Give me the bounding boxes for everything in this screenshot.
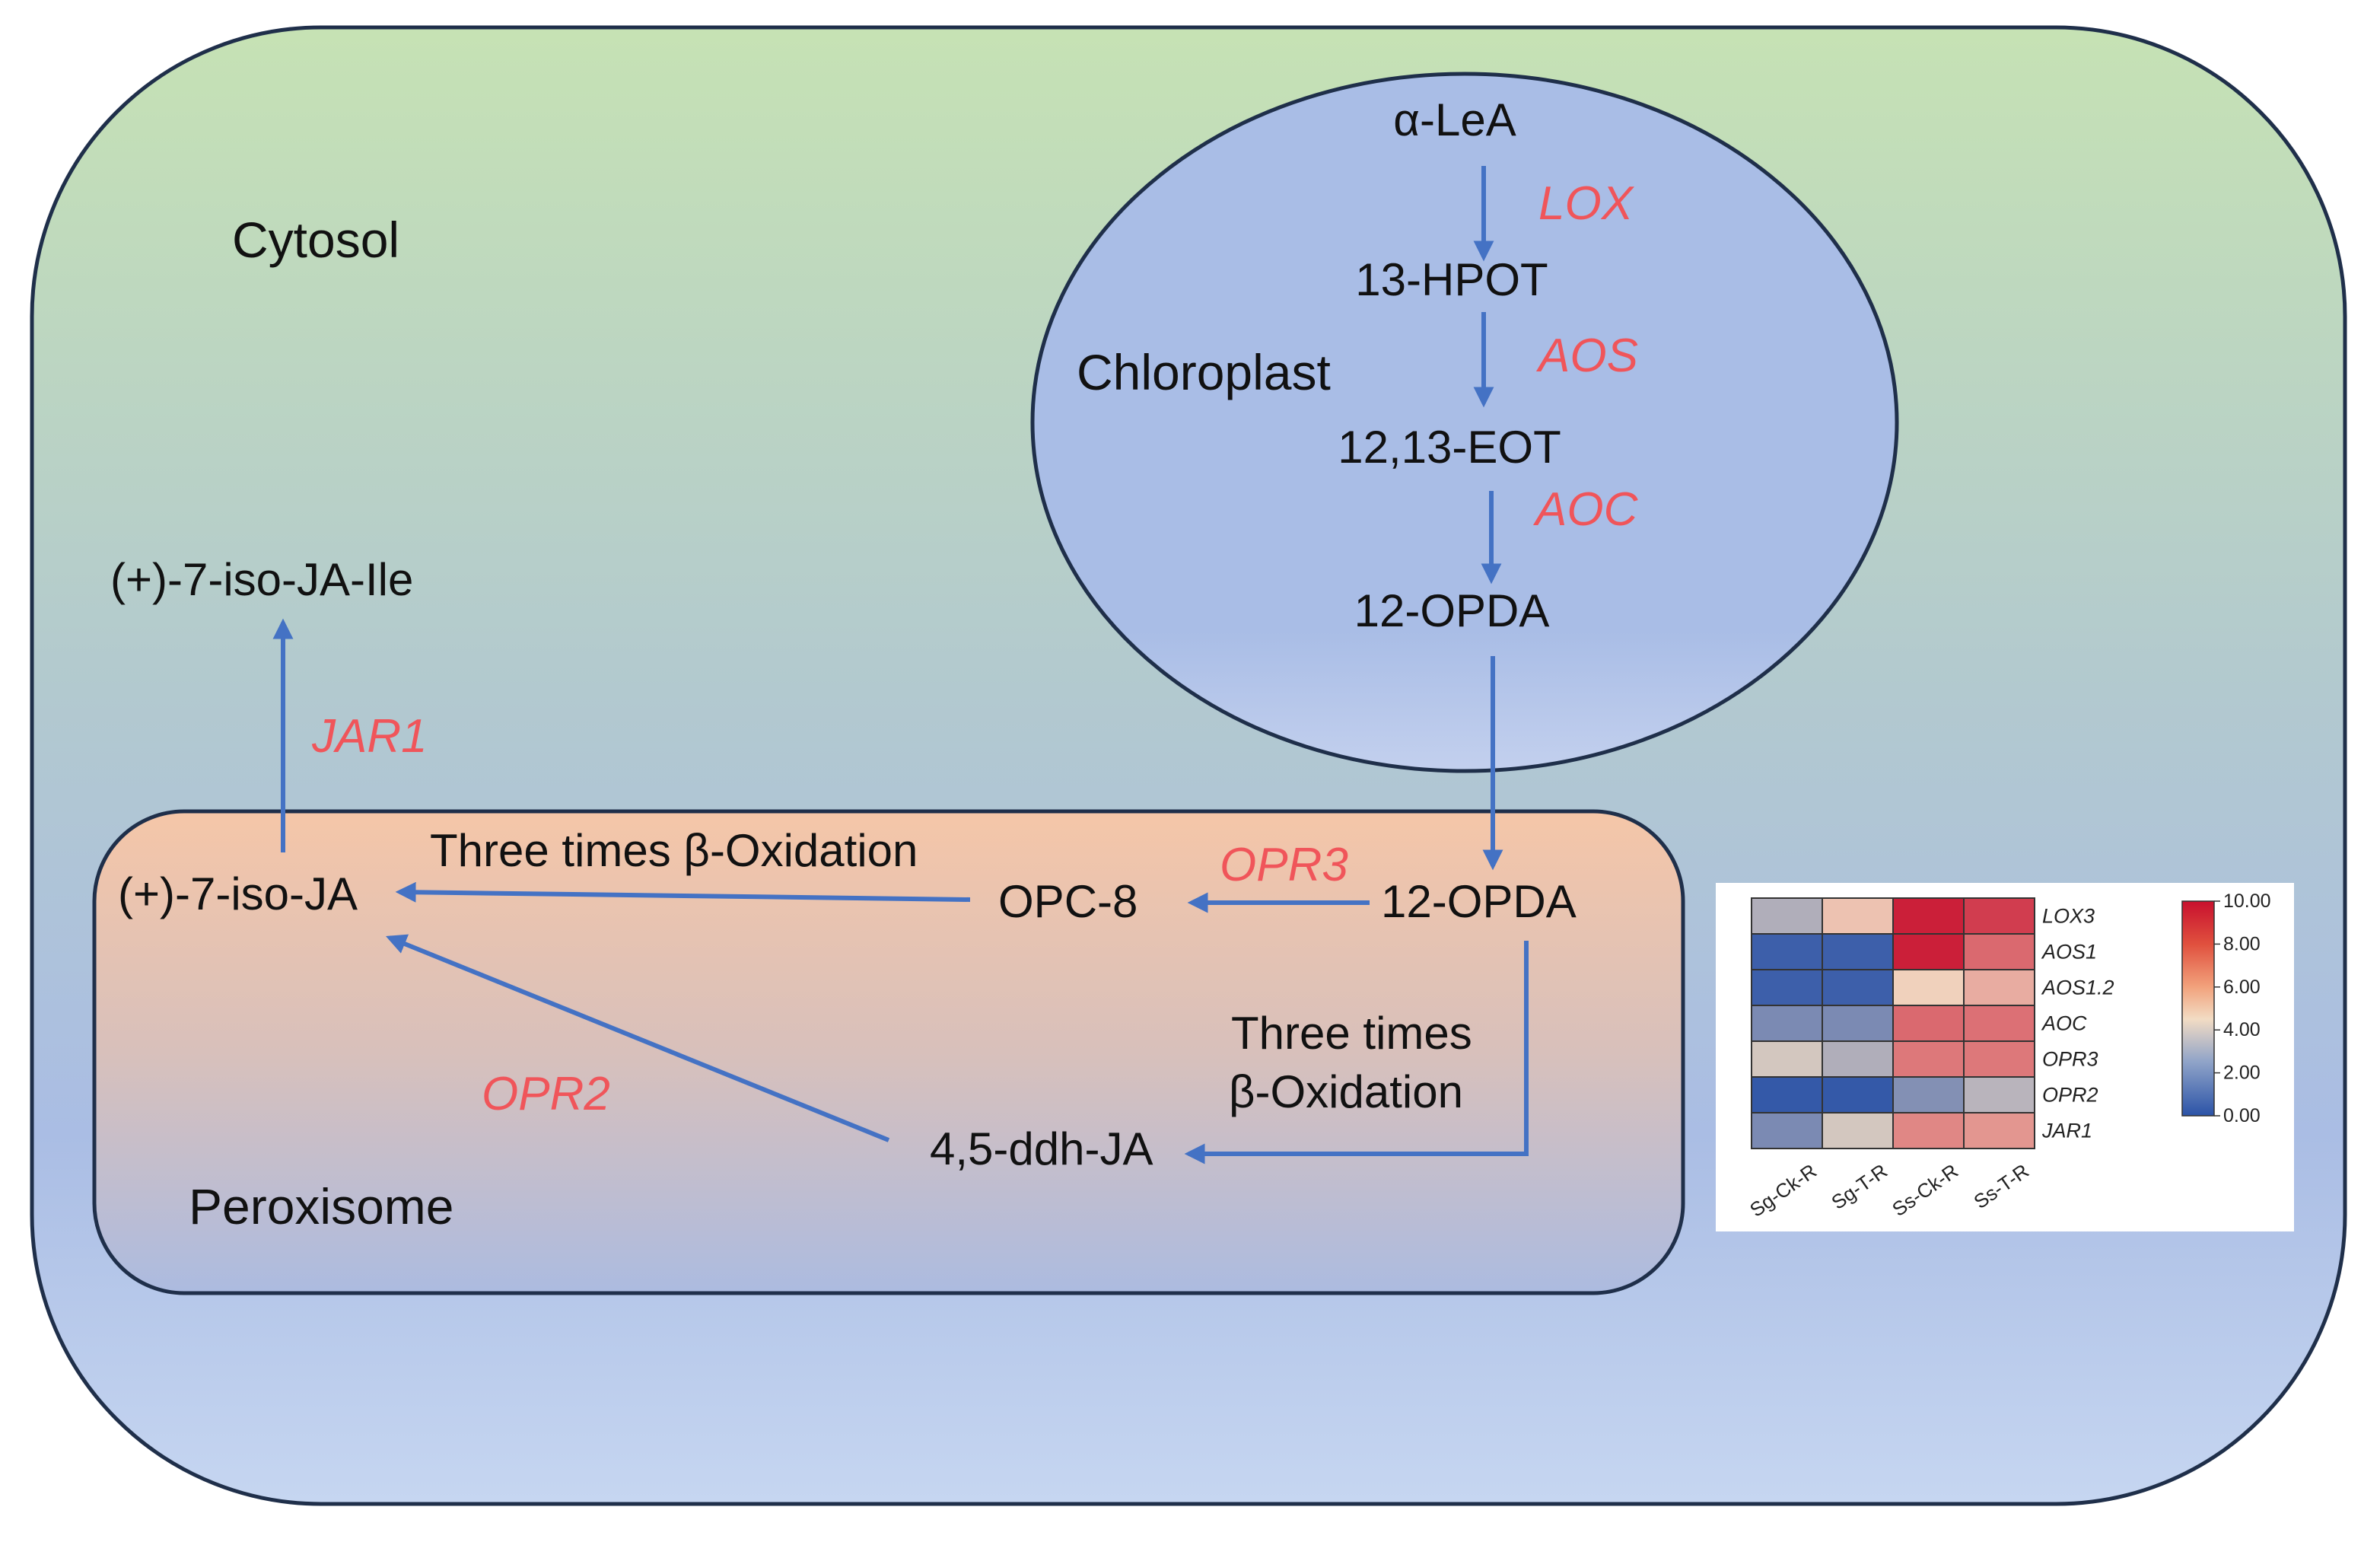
heatmap-gene-label: OPR2: [2042, 1084, 2098, 1107]
arrow-beta-oxidation-side: [1184, 941, 1529, 1164]
heatmap-gene-label: JAR1: [2041, 1120, 2092, 1142]
heatmap-cell: [1822, 1076, 1894, 1113]
heatmap-cell: [1892, 1112, 1965, 1149]
heatmap-cell: [1892, 933, 1965, 970]
heatmap-scale-ticks: 10.00 8.00 6.00 4.00 2.00 0.00: [2214, 890, 2271, 1126]
heatmap-cell: [1963, 1005, 2035, 1042]
enzyme-aos-label: AOS: [1535, 330, 1638, 382]
metabolite-12-opda-chloroplast: 12-OPDA: [1354, 585, 1550, 636]
peroxisome-compartment: [92, 809, 1685, 1295]
heatmap-cell: [1963, 897, 2035, 935]
heatmap-cell: [1963, 1076, 2035, 1113]
enzyme-opr2-label: OPR2: [482, 1068, 610, 1120]
heatmap-cell: [1892, 1040, 1965, 1078]
heatmap-gene-label: AOC: [2041, 1012, 2087, 1035]
heatmap-cell: [1822, 933, 1894, 970]
beta-oxidation-side-label-line1: Three times: [1231, 1008, 1472, 1059]
metabolite-12-opda-peroxisome: 12-OPDA: [1381, 876, 1577, 927]
heatmap-cell: [1751, 933, 1823, 970]
heatmap-cell: [1822, 969, 1894, 1006]
heatmap-cell: [1892, 1005, 1965, 1042]
heatmap-cell: [1822, 897, 1894, 935]
heatmap-scale-tick-label: 10.00: [2223, 890, 2271, 912]
heatmap-cell: [1963, 1112, 2035, 1149]
heatmap-scale-tick-label: 8.00: [2223, 933, 2261, 954]
heatmap-gene-label: AOS1.2: [2041, 976, 2114, 999]
chloroplast-label: Chloroplast: [1077, 344, 1331, 400]
heatmap-cell: [1822, 1005, 1894, 1042]
heatmap-cell: [1751, 1112, 1823, 1149]
heatmap-gene-label: LOX3: [2042, 905, 2095, 928]
heatmap-cell: [1892, 969, 1965, 1006]
beta-oxidation-top-label: Three times β-Oxidation: [430, 825, 918, 876]
metabolite-4-5-ddh-ja: 4,5-ddh-JA: [930, 1123, 1153, 1174]
enzyme-aoc-label: AOC: [1532, 483, 1639, 536]
enzyme-lox-label: LOX: [1538, 177, 1635, 230]
heatmap-cell: [1963, 933, 2035, 970]
metabolite-12-13-eot: 12,13-EOT: [1338, 422, 1561, 473]
metabolite-iso-ja: (+)-7-iso-JA: [118, 868, 358, 919]
heatmap-scale-tick-label: 4.00: [2223, 1019, 2261, 1040]
chloroplast-compartment: [1030, 72, 1899, 773]
beta-oxidation-side-label-line2: β-Oxidation: [1229, 1066, 1463, 1117]
heatmap-scale-tick-label: 0.00: [2223, 1105, 2261, 1126]
heatmap-cell: [1963, 1040, 2035, 1078]
arrow-opr2: [385, 934, 890, 1142]
heatmap-scale-tick-label: 2.00: [2223, 1063, 2261, 1084]
heatmap-cell: [1751, 1076, 1823, 1113]
heatmap-cell: [1963, 969, 2035, 1006]
heatmap-cell: [1892, 1076, 1965, 1113]
heatmap-gene-label: AOS1: [2041, 941, 2097, 964]
heatmap-cell: [1892, 897, 1965, 935]
heatmap-cell: [1822, 1112, 1894, 1149]
heatmap-scale-tick-label: 6.00: [2223, 976, 2261, 998]
heatmap-cell: [1822, 1040, 1894, 1078]
heatmap-color-scale: [2181, 900, 2215, 1117]
heatmap-cells: [1751, 897, 2035, 1149]
heatmap-cell: [1751, 1005, 1823, 1042]
heatmap-cell: [1751, 897, 1823, 935]
metabolite-iso-ja-ile: (+)-7-iso-JA-Ile: [110, 554, 413, 605]
heatmap-cell: [1751, 1040, 1823, 1078]
heatmap-cell: [1751, 969, 1823, 1006]
enzyme-jar1-label: JAR1: [311, 710, 428, 763]
peroxisome-label: Peroxisome: [189, 1178, 453, 1235]
enzyme-opr3-label: OPR3: [1220, 839, 1348, 891]
arrow-beta-oxidation-top: [395, 881, 971, 903]
metabolite-alpha-lea: α-LeA: [1393, 94, 1516, 145]
cytosol-label: Cytosol: [232, 212, 399, 268]
metabolite-opc-8: OPC-8: [998, 876, 1138, 927]
metabolite-13-hpot: 13-HPOT: [1355, 254, 1548, 305]
heatmap-gene-label: OPR3: [2042, 1048, 2098, 1071]
